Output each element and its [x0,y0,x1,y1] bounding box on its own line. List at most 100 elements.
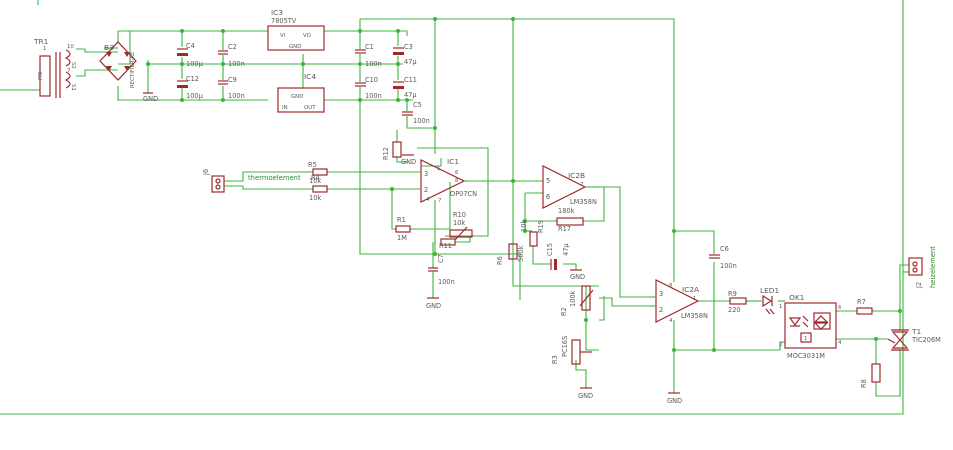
svg-text:PC16S: PC16S [561,336,569,357]
ic3-regulator: IC3 7805TV VI VO GND [267,8,325,51]
svg-text:GND: GND [291,94,303,100]
svg-text:C15: C15 [546,243,554,256]
svg-text:1: 1 [779,304,782,310]
svg-text:J6: J6 [202,169,210,176]
tr1-pin1: 1 [43,46,46,52]
r12-resistor: R12 [382,141,402,160]
svg-text:4: 4 [669,318,673,324]
svg-text:VI: VI [280,33,286,39]
svg-text:100µ: 100µ [186,92,204,100]
svg-text:10k: 10k [309,194,321,202]
gnd-b3: GND [143,92,158,103]
svg-text:IC2B: IC2B [568,171,585,180]
svg-text:GND: GND [289,44,301,50]
svg-text:GND: GND [667,397,682,405]
gnd-c7: GND [426,297,441,310]
svg-text:6: 6 [455,170,459,176]
svg-text:5: 5 [546,177,550,185]
c5-capacitor: C5 100n [402,101,430,125]
r3-resistor: R3 PC16S [551,336,592,365]
tr1-pin10: 10 [67,44,74,50]
r11-resistor: R11 [439,238,456,250]
svg-text:GND: GND [401,158,416,166]
svg-text:C9: C9 [228,76,237,84]
svg-text:R5: R5 [308,161,317,169]
gnd-r3: GND [578,387,593,400]
svg-text:C6: C6 [720,245,729,253]
svg-text:IC1: IC1 [447,157,459,166]
gnd-ic2a: GND [667,392,682,405]
r1-resistor: R1 1M [395,216,411,242]
r6-resistor: R6 560k [496,243,525,265]
ic4-regulator: IC4 GND IN OUT [277,72,325,113]
c15-capacitor: C15 47µ [546,243,570,270]
svg-text:2: 2 [779,342,782,348]
svg-text:C10: C10 [365,76,378,84]
svg-text:47µ: 47µ [404,58,417,66]
r5-resistor: R5 10k [308,161,328,185]
svg-text:R17: R17 [558,225,571,233]
c10-capacitor: C10 100n [355,76,382,100]
svg-text:IC2A: IC2A [682,285,699,294]
ok1-optocoupler: 1 OK1 MOC3031M 1 2 6 4 [779,293,842,360]
wires [0,0,909,415]
tr1-name: TR1 [33,37,49,46]
svg-text:LM358N: LM358N [570,198,597,206]
c4-capacitor: C4 100µ [177,42,204,68]
gnd-c15: GND [570,269,585,281]
b3-name: B3 [104,43,114,52]
svg-text:MOC3031M: MOC3031M [787,352,825,360]
svg-text:7: 7 [580,182,583,188]
svg-text:6: 6 [838,305,842,311]
svg-text:10k: 10k [520,220,528,232]
r4-resistor: R4 10k [309,174,328,202]
svg-text:R8: R8 [860,379,868,388]
r9-resistor: R9 220 [728,290,747,314]
svg-text:560k: 560k [517,245,525,262]
svg-text:OP07CN: OP07CN [450,190,477,198]
svg-text:100n: 100n [413,117,430,125]
c11-capacitor: C11 47µ [393,76,417,99]
t1-triac: T1 TIC206M [887,327,941,351]
svg-text:R19: R19 [537,220,545,233]
tr1-s2: S2 [70,62,76,69]
svg-text:47µ: 47µ [562,243,570,256]
svg-text:GND: GND [578,392,593,400]
r7-resistor: R7 [856,298,873,315]
svg-text:OK1: OK1 [789,293,805,302]
svg-text:6: 6 [546,193,550,201]
svg-text:IC4: IC4 [304,72,316,81]
svg-text:100n: 100n [228,60,245,68]
svg-text:8: 8 [669,283,673,289]
svg-text:GND: GND [426,302,441,310]
thermoelement-label: thermoelement [248,174,301,182]
c9-capacitor: C9 100n [218,76,245,100]
svg-text:TIC206M: TIC206M [911,336,941,344]
svg-text:R12: R12 [382,147,390,160]
svg-text:100k: 100k [569,290,577,307]
svg-text:8: 8 [455,178,459,184]
heizelement-label: heizelement [929,246,937,288]
svg-text:2: 2 [424,186,428,194]
svg-text:100µ: 100µ [186,60,204,68]
j6-connector: J6 [202,169,225,193]
r19-resistor: R19 10k [520,220,545,247]
svg-text:7805TV: 7805TV [271,17,297,25]
svg-text:100n: 100n [720,262,737,270]
svg-text:R2: R2 [560,307,568,316]
svg-text:7: 7 [438,198,441,204]
svg-text:R10: R10 [453,211,466,219]
tr1-s1: S1 [70,84,76,91]
svg-text:J2: J2 [915,282,923,289]
tr1-pin7: 7 [67,68,70,74]
svg-text:C4: C4 [186,42,195,50]
svg-text:R6: R6 [496,256,504,265]
svg-text:3: 3 [424,170,428,178]
svg-text:220: 220 [728,306,741,314]
svg-text:C11: C11 [404,76,417,84]
svg-text:R1: R1 [397,216,406,224]
r2-trimmer: R2 100k [560,285,594,316]
svg-text:C3: C3 [404,43,413,51]
svg-text:4: 4 [838,340,842,346]
